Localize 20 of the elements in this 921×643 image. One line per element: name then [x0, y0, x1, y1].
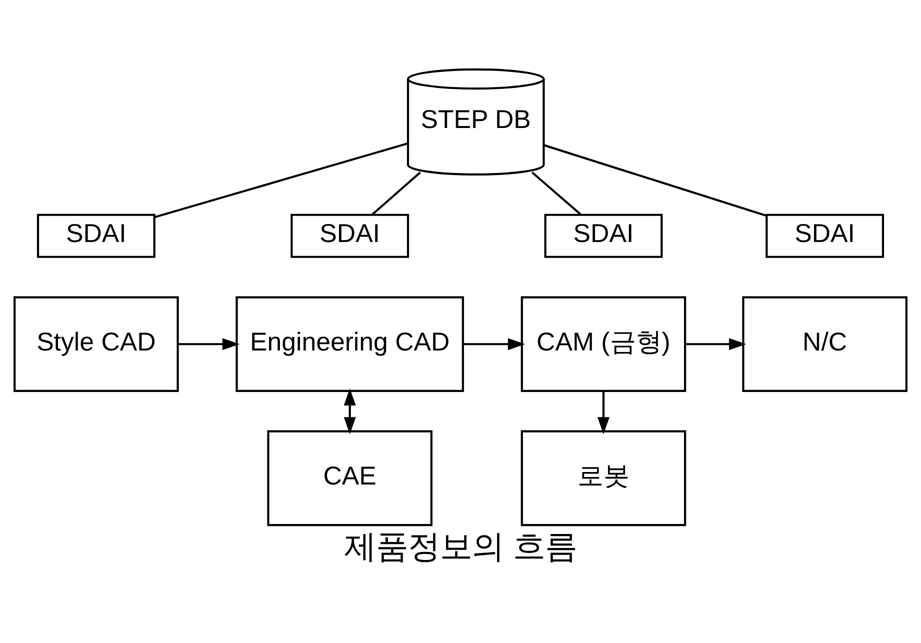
- node-box: Style CAD: [14, 296, 179, 392]
- arrow: [178, 338, 240, 350]
- connector: [154, 142, 408, 218]
- arrow: [597, 392, 610, 434]
- node-box: N/C: [742, 296, 908, 392]
- node-box: SDAI: [544, 214, 663, 258]
- node-box: 로봇: [520, 430, 686, 526]
- node-box: CAE: [267, 430, 432, 526]
- node-box: Engineering CAD: [236, 296, 464, 392]
- node-box: SDAI: [766, 214, 884, 258]
- arrow: [344, 388, 356, 434]
- arrow: [685, 338, 746, 350]
- caption: 제품정보의 흐름: [344, 528, 577, 564]
- connector: [532, 172, 582, 216]
- arrow: [463, 338, 526, 350]
- connector: [544, 144, 766, 217]
- node-box: SDAI: [290, 214, 410, 258]
- node-box: SDAI: [36, 214, 156, 258]
- connector: [372, 172, 421, 216]
- node-box: CAM (금형): [520, 296, 686, 392]
